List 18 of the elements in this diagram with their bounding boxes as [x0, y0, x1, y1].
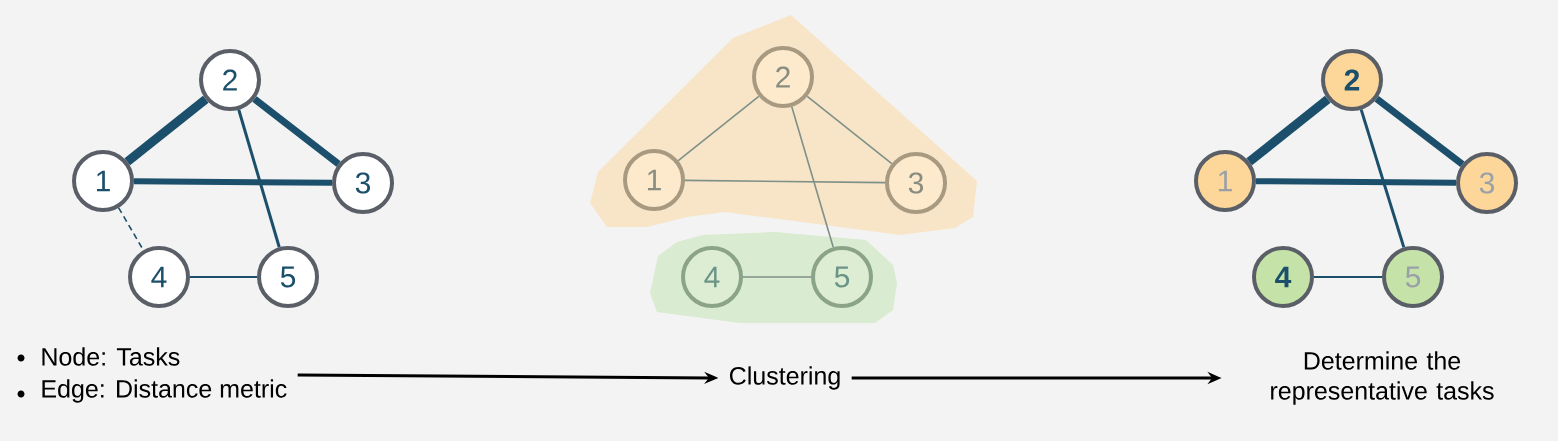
step-label: Determine the representative tasks: [1271, 351, 1494, 405]
edge-line: [1246, 95, 1331, 166]
edge-line: [1359, 109, 1406, 248]
step-label: Clustering: [730, 366, 840, 390]
edge-line: [1314, 275, 1382, 279]
edge-line: [252, 96, 341, 167]
bullet-list: Node: Tasks Edge: Distance metric: [42, 347, 287, 403]
edge-line: [1374, 96, 1465, 167]
edge-line: [1255, 178, 1457, 186]
edge-line: [237, 109, 281, 248]
edge-line: [742, 276, 812, 278]
edge-line: [791, 105, 835, 249]
edge-line: [190, 275, 257, 279]
edge-line: [677, 95, 760, 162]
edge-line: [133, 178, 333, 186]
edge-line: [124, 95, 209, 166]
edge-line: [806, 95, 893, 165]
edge-line: [684, 179, 886, 184]
